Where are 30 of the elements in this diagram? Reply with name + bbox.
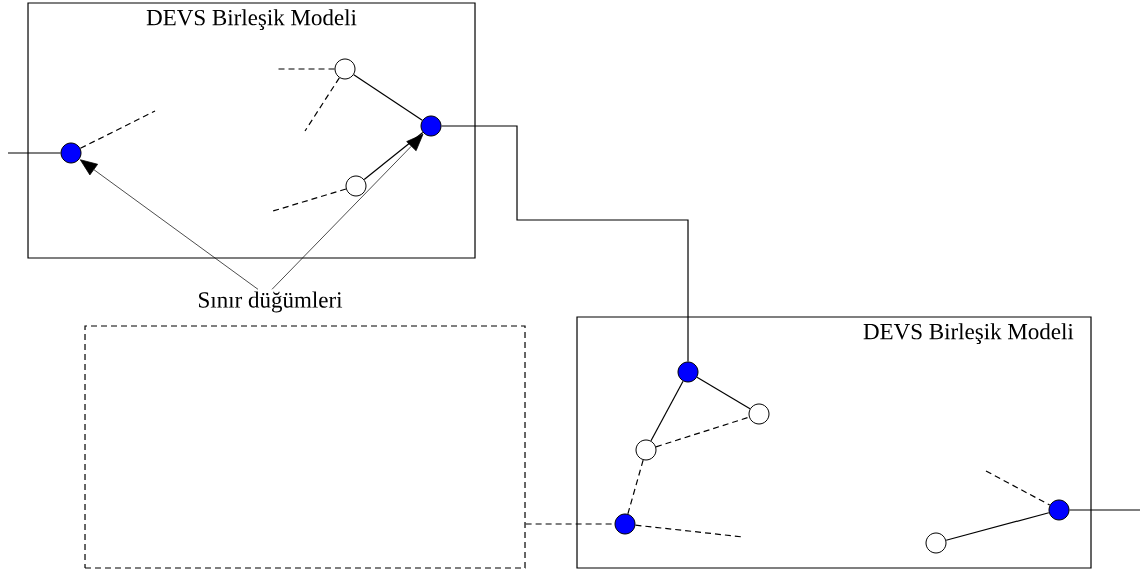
connector-line — [7, 152, 62, 154]
connector-line — [650, 380, 684, 442]
connector-line — [1068, 509, 1141, 511]
connector-line — [304, 77, 340, 132]
connector-line — [363, 131, 424, 181]
boundary-node — [60, 142, 82, 164]
model-box: DEVS Birleşik Modeli — [576, 316, 1092, 569]
connector-line — [945, 512, 1050, 541]
boundary-node — [420, 115, 442, 137]
connector-line — [627, 459, 644, 515]
model-box: DEVS Birleşik Modeli — [27, 2, 476, 259]
model-node — [635, 439, 657, 461]
boundary-node — [677, 361, 699, 383]
model-node — [334, 58, 356, 80]
connector-line — [79, 110, 156, 149]
connector-line — [985, 470, 1051, 506]
arrow — [271, 133, 424, 290]
model-node — [925, 532, 947, 554]
arrow — [79, 159, 259, 290]
connector-line — [440, 125, 689, 363]
boundary-node — [1048, 499, 1070, 521]
model-node — [345, 175, 367, 197]
callout-text: Sınır düğümleri — [199, 291, 343, 313]
connector-line — [655, 416, 750, 448]
connector-line — [696, 376, 751, 410]
connector-line — [272, 188, 347, 212]
connector-line — [353, 74, 423, 121]
model-node — [748, 403, 770, 425]
boundary-node — [614, 513, 636, 535]
empty-box — [84, 325, 526, 569]
